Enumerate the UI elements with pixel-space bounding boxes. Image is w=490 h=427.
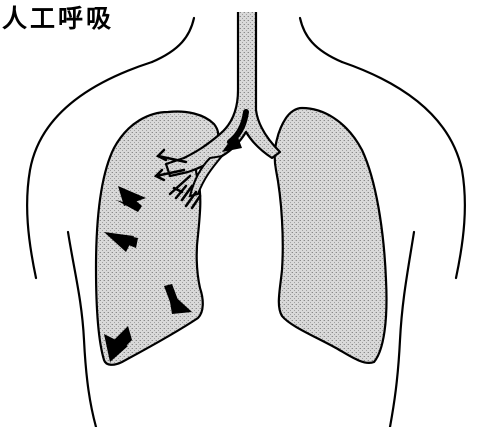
neck-left-line — [152, 18, 194, 62]
left-flank-line — [68, 232, 96, 427]
neck-right-line — [300, 18, 342, 62]
diagram-title: 人工呼吸 — [2, 0, 114, 38]
right-flank-line — [390, 232, 414, 427]
right-lung — [275, 108, 387, 363]
